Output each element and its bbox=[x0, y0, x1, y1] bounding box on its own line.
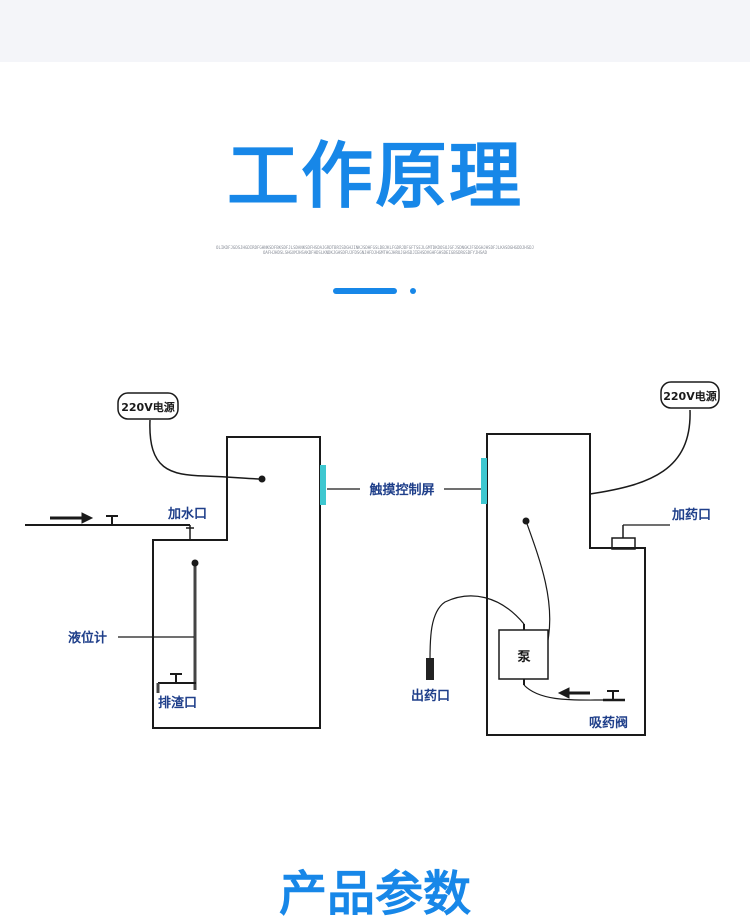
suction-hose bbox=[523, 684, 604, 701]
working-principle-diagram: 220V电源 220V电源 触摸控制屏 加水口 液位计 排渣口 加药口 出药口 … bbox=[25, 381, 720, 736]
power-box-right bbox=[660, 381, 720, 409]
power-box-left bbox=[117, 392, 179, 420]
level-gauge-label: 液位计 bbox=[68, 630, 107, 646]
inflow-arrow bbox=[81, 512, 94, 524]
right-power-cable bbox=[589, 409, 691, 495]
title-subtext: OLIKDFJGDSJHGDIRDFGHNKSDFBKSDFJLSDANKSDF… bbox=[216, 245, 534, 255]
page-title: 工作原理 bbox=[226, 134, 523, 218]
level-gauge-top-dot bbox=[191, 559, 199, 567]
left-sensor-dot bbox=[258, 475, 266, 483]
outlet-nozzle bbox=[426, 658, 434, 680]
power-label-right: 220V电源 bbox=[663, 389, 716, 403]
touch-screen-left bbox=[320, 465, 326, 505]
control-wire bbox=[525, 520, 551, 641]
power-label-left: 220V电源 bbox=[121, 400, 174, 414]
drain-label: 排渣口 bbox=[158, 695, 197, 711]
next-section-title: 产品参数 bbox=[278, 866, 471, 922]
top-banner-band bbox=[0, 0, 750, 62]
suction-valve-label: 吸药阀 bbox=[589, 715, 628, 731]
left-power-cable bbox=[149, 419, 263, 480]
title-underline-dash bbox=[333, 288, 397, 294]
touch-screen-right bbox=[481, 458, 487, 504]
touch-screen-label: 触摸控制屏 bbox=[368, 482, 434, 498]
water-inlet-label: 加水口 bbox=[167, 506, 207, 522]
title-underline-dot bbox=[410, 288, 416, 294]
outlet-label: 出药口 bbox=[411, 688, 450, 704]
suction-arrow bbox=[557, 687, 570, 699]
pump-label: 泵 bbox=[517, 650, 530, 665]
right-sensor-dot bbox=[522, 517, 530, 525]
outlet-hose bbox=[429, 595, 525, 661]
medicine-inlet-label: 加药口 bbox=[671, 507, 711, 523]
left-tank-body bbox=[152, 436, 321, 729]
right-tank-body bbox=[486, 433, 646, 736]
